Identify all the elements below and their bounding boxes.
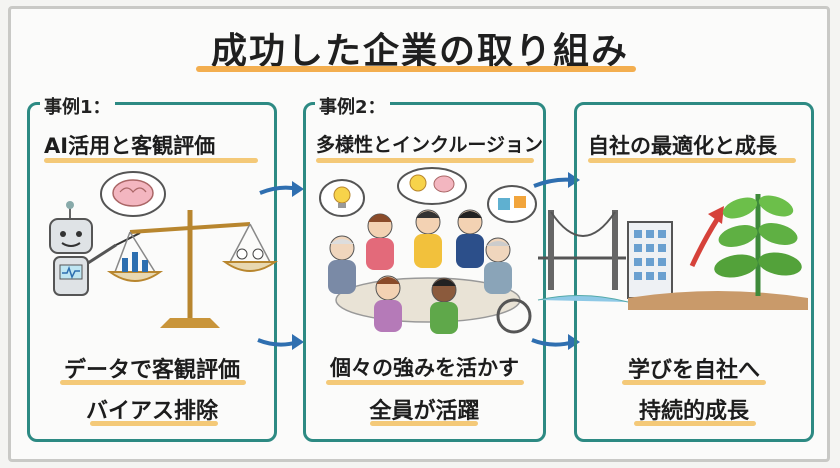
case-2-heading: 多様性とインクルージョン [316, 134, 544, 156]
lightbulb-brain-thought-bubble-icon [397, 167, 467, 205]
bridge-building-plant-illustration [537, 194, 808, 310]
case-1-heading: AI活用と客観評価 [44, 134, 216, 158]
arrow-right-icon [257, 334, 304, 350]
panel-3-point-2-underline [634, 421, 756, 426]
lightbulb-thought-bubble-icon [319, 179, 365, 217]
case-2-point-2-underline [370, 421, 478, 426]
case-2-label: 事例2： [315, 93, 390, 119]
panel-own-company [574, 102, 814, 442]
page-title: 成功した企業の取り組み [210, 31, 629, 72]
case-1-point-2-underline [90, 421, 218, 426]
case-2-point-2: 全員が活躍 [369, 399, 480, 424]
case-2-point-1-underline [326, 380, 524, 385]
diverse-team-meeting-illustration [328, 209, 532, 334]
panel-3-heading-underline [588, 158, 796, 163]
panel-3-heading: 自社の最適化と成長 [588, 134, 777, 158]
case-1-point-1: データで客観評価 [63, 358, 240, 383]
panel-3-point-1-underline [622, 380, 766, 385]
case-1-point-1-underline [60, 380, 246, 385]
robot-icon [49, 201, 141, 296]
case-1-point-2: バイアス排除 [85, 399, 218, 424]
case-1-heading-underline [44, 158, 258, 163]
whiteboard [8, 6, 830, 462]
case-1-label: 事例1： [40, 93, 115, 119]
panel-3-point-1: 学びを自社へ [627, 358, 760, 383]
brain-thought-bubble-icon [100, 171, 166, 217]
arrow-right-icon [259, 181, 304, 197]
panel-case-1 [27, 102, 277, 442]
puzzle-thought-bubble-icon [487, 185, 537, 223]
balance-scale-icon [106, 210, 279, 328]
case-2-heading-underline [316, 158, 534, 163]
panel-3-point-2: 持続的成長 [638, 399, 749, 424]
panel-case-2 [303, 102, 546, 442]
case-2-point-1: 個々の強みを活かす [330, 356, 519, 380]
title-underline [196, 66, 636, 72]
